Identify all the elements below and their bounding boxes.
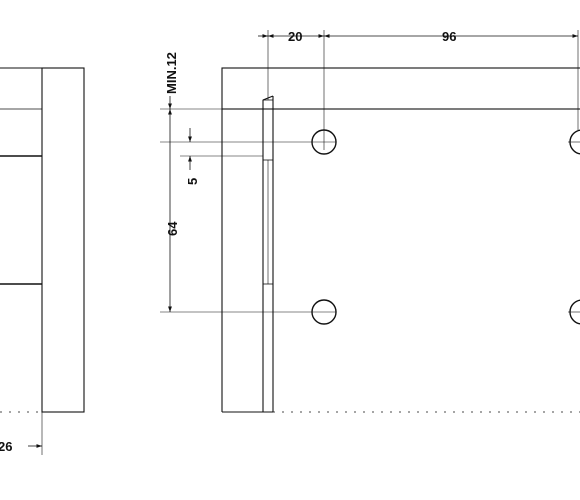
dim-min12-label: MIN.12 (164, 52, 179, 94)
dim-5-label: 5 (185, 178, 200, 185)
left-section-view: 26 (0, 67, 85, 455)
dim-96-label: 96 (442, 29, 456, 44)
top-board-hatched (221, 67, 580, 110)
right-section-view: 20 96 MIN.12 64 5 (160, 29, 580, 413)
mounting-plate-lower-hatch (262, 283, 274, 413)
dim-64-label: 64 (165, 221, 180, 236)
dim-26-label: 26 (0, 439, 12, 454)
left-side-panel-hatched (41, 67, 85, 413)
dim-20-label: 20 (288, 29, 302, 44)
